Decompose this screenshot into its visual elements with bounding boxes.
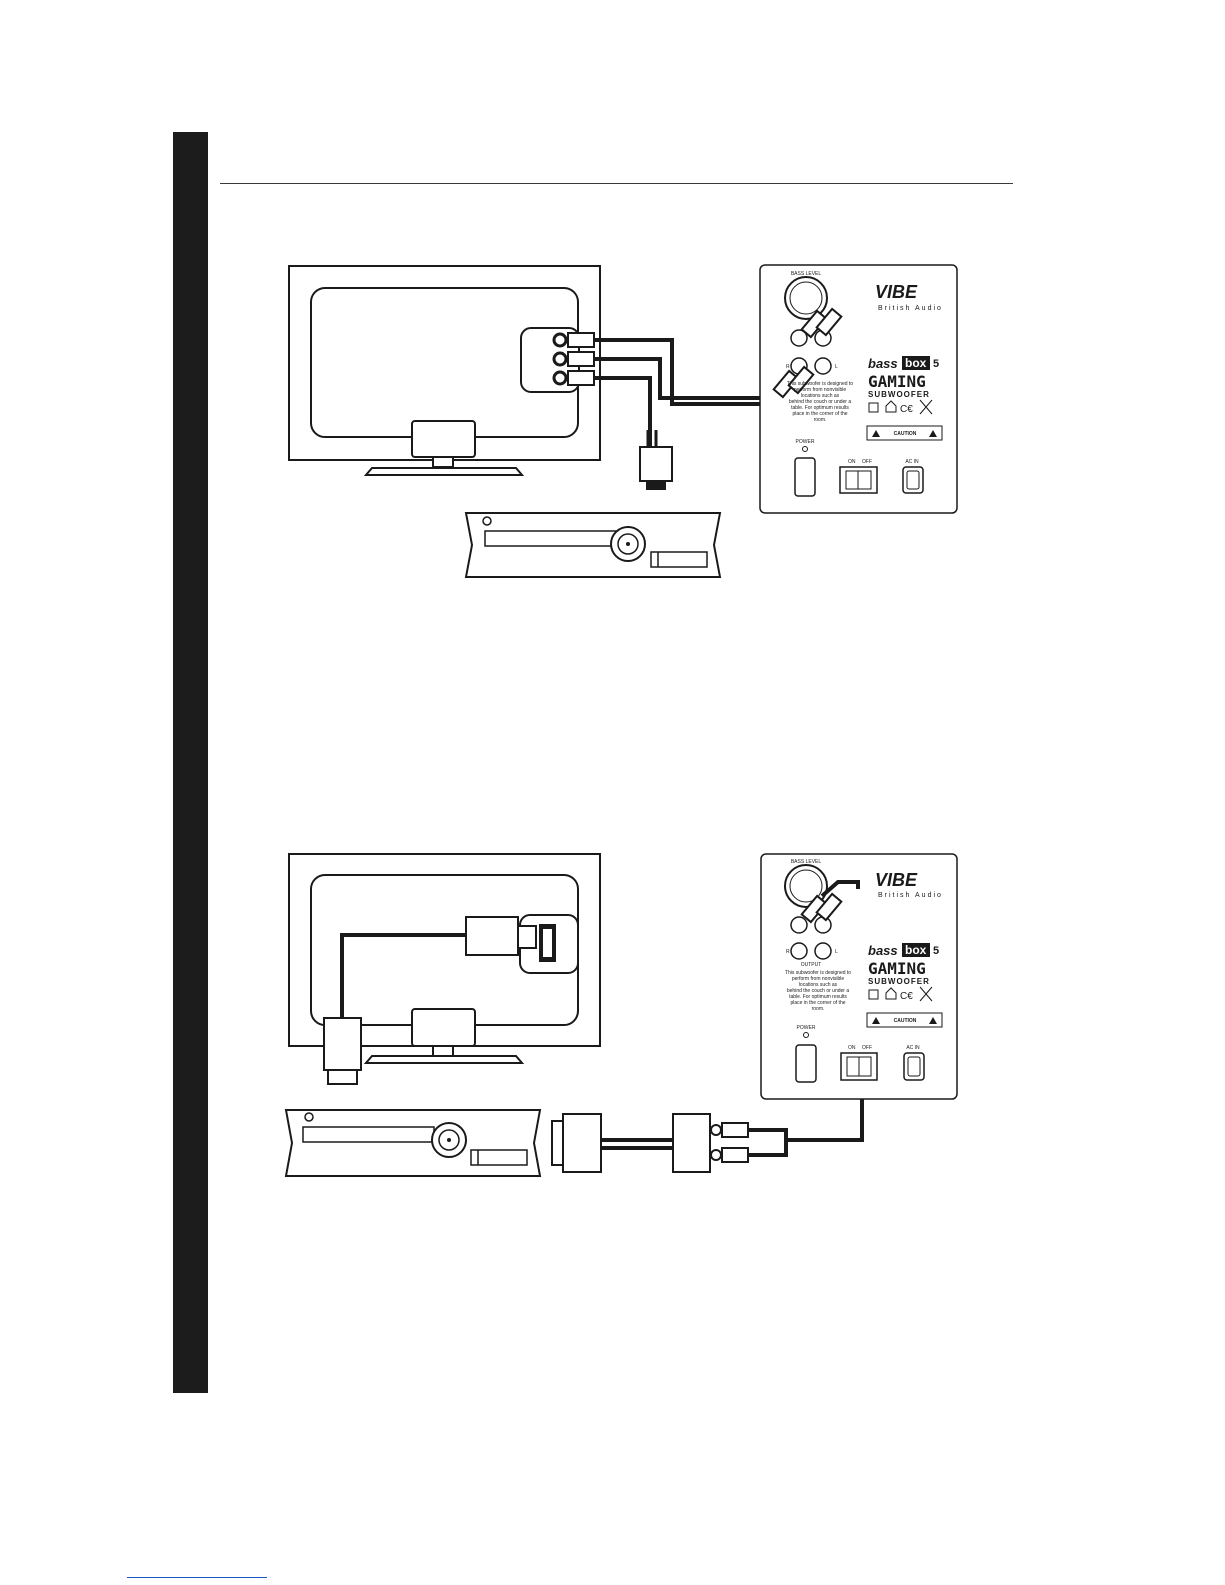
svg-text:locations such as: locations such as bbox=[799, 982, 838, 988]
product-name-sub-1: SUBWOOFER bbox=[868, 390, 930, 399]
double-insulation-icon bbox=[868, 402, 879, 413]
rca-plug-1 bbox=[567, 332, 595, 348]
svg-text:behind the couch or under a: behind the couch or under a bbox=[787, 988, 849, 994]
power-label-1: POWER bbox=[796, 439, 815, 445]
svg-text:perform from nonvisible: perform from nonvisible bbox=[792, 976, 844, 982]
caution-label-1 bbox=[866, 425, 943, 441]
rca-plug-3 bbox=[567, 370, 595, 386]
av-plug-1 bbox=[639, 430, 673, 490]
hdmi-plug-tv bbox=[465, 916, 519, 956]
knob-label-1: BASS LEVEL bbox=[791, 271, 822, 277]
weee-bin-icon bbox=[919, 399, 933, 415]
svg-text:This subwoofer is designed to: This subwoofer is designed to bbox=[787, 381, 853, 387]
tv-2 bbox=[288, 853, 601, 1064]
product-name-gaming-1: GAMING bbox=[868, 372, 926, 391]
tagline-2: British Audio bbox=[878, 892, 943, 899]
product-name-sub-2: SUBWOOFER bbox=[868, 977, 930, 986]
footer-link-underline[interactable] bbox=[127, 1577, 267, 1578]
indoor-use-icon bbox=[885, 400, 897, 413]
switch-on-label-1: ON bbox=[848, 459, 856, 465]
svg-text:locations such as: locations such as bbox=[801, 393, 840, 399]
product-name-a-2: bass bbox=[868, 943, 898, 958]
product-name-c-2: 5 bbox=[933, 945, 939, 957]
ac-in-label-2: AC IN bbox=[906, 1045, 920, 1051]
description-2: This subwoofer is designed to perform fr… bbox=[785, 970, 851, 1012]
product-name-c-1: 5 bbox=[933, 358, 939, 370]
svg-text:place in the corner of the: place in the corner of the bbox=[790, 1000, 845, 1006]
svg-text:CAUTION: CAUTION bbox=[894, 1018, 917, 1024]
svg-text:table. For optimum results: table. For optimum results bbox=[791, 405, 849, 411]
vibe-logo-2: VIBE bbox=[875, 870, 918, 890]
audio-adapter bbox=[551, 887, 864, 1173]
fuse-holder-2 bbox=[795, 1044, 817, 1083]
power-led-1 bbox=[802, 446, 808, 452]
product-name-a-1: bass bbox=[868, 356, 898, 371]
console-1 bbox=[464, 512, 722, 578]
output-label-2: OUTPUT bbox=[801, 962, 822, 968]
header-rule bbox=[220, 183, 1013, 184]
switch-on-label-2: ON bbox=[848, 1045, 856, 1051]
svg-text:CAUTION: CAUTION bbox=[894, 431, 917, 437]
svg-text:room.: room. bbox=[814, 417, 827, 423]
jack-r-label-1: R bbox=[786, 364, 790, 370]
hdmi-plug-console bbox=[323, 1017, 362, 1085]
subwoofer-panel-1: BASS LEVEL VIBE British Audio R L bass b… bbox=[759, 264, 958, 514]
fuse-holder-1 bbox=[794, 457, 816, 497]
jack-r-label-2: R bbox=[786, 949, 790, 955]
product-name-b-1: box bbox=[905, 356, 927, 370]
switch-off-label-2: OFF bbox=[862, 1045, 872, 1051]
tv-1 bbox=[288, 265, 601, 476]
page-sidebar-bar bbox=[173, 132, 208, 1393]
indoor-use-icon bbox=[885, 987, 897, 1000]
caution-label-2 bbox=[866, 1012, 943, 1028]
svg-text:This subwoofer is designed to: This subwoofer is designed to bbox=[785, 970, 851, 976]
ac-in-label-1: AC IN bbox=[905, 459, 919, 465]
hdmi-cable bbox=[340, 933, 466, 1020]
switch-off-label-1: OFF bbox=[862, 459, 872, 465]
ce-mark-icon: C€ bbox=[900, 404, 913, 415]
power-label-2: POWER bbox=[797, 1025, 816, 1031]
svg-text:perform from nonvisible: perform from nonvisible bbox=[794, 387, 846, 393]
jack-l-label-1: L bbox=[835, 364, 838, 370]
weee-bin-icon bbox=[919, 986, 933, 1002]
rca-plug-2 bbox=[567, 351, 595, 367]
svg-text:behind the couch or under a: behind the couch or under a bbox=[789, 399, 851, 405]
diagram-2: BASS LEVEL VIBE British Audio R L OUTPUT… bbox=[284, 853, 958, 1177]
description-1: This subwoofer is designed to perform fr… bbox=[787, 381, 853, 423]
diagram-1: BASS LEVEL VIBE British Audio R L bass b… bbox=[288, 264, 958, 578]
svg-text:table. For optimum results: table. For optimum results bbox=[789, 994, 847, 1000]
power-led-2 bbox=[803, 1032, 809, 1038]
vibe-logo-1: VIBE bbox=[875, 282, 918, 302]
double-insulation-icon bbox=[868, 989, 879, 1000]
product-name-gaming-2: GAMING bbox=[868, 959, 926, 978]
jack-l-label-2: L bbox=[835, 949, 838, 955]
ce-mark-icon: C€ bbox=[900, 991, 913, 1002]
console-2 bbox=[284, 1109, 542, 1177]
tagline-1: British Audio bbox=[878, 305, 943, 312]
svg-text:place in the corner of the: place in the corner of the bbox=[792, 411, 847, 417]
product-name-b-2: box bbox=[905, 943, 927, 957]
knob-label-2: BASS LEVEL bbox=[791, 859, 822, 865]
subwoofer-panel-2: BASS LEVEL VIBE British Audio R L OUTPUT… bbox=[760, 853, 958, 1100]
svg-text:room.: room. bbox=[812, 1006, 825, 1012]
